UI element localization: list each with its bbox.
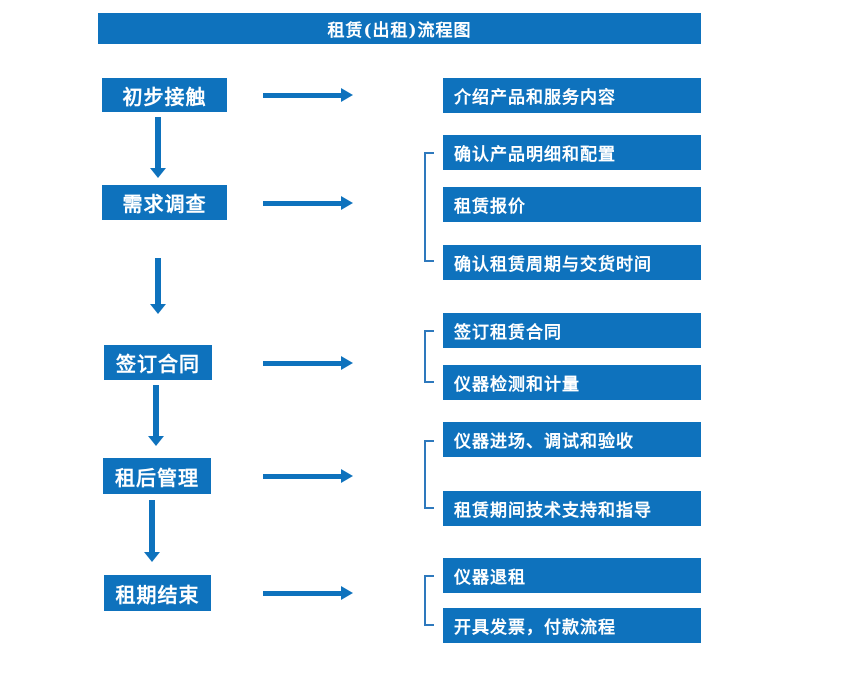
group-bracket [424,330,434,383]
arrow-shaft [263,474,342,479]
step-box-sign-contract: 签订合同 [104,345,212,380]
arrow-right-icon [263,469,353,483]
arrow-shaft [263,591,342,596]
detail-box-introduce-products-services: 介绍产品和服务内容 [443,78,701,113]
arrow-shaft [155,117,161,169]
arrow-right-icon [263,196,353,210]
arrow-shaft [263,361,342,366]
group-bracket [424,440,434,509]
step-box-initial-contact: 初步接触 [102,78,227,112]
arrow-shaft [149,500,155,553]
arrow-down-icon [150,258,166,314]
group-bracket [424,152,434,262]
arrow-shaft [263,201,342,206]
detail-box-rental-quotation: 租赁报价 [443,187,701,222]
arrow-head [150,168,166,178]
arrow-shaft [263,93,342,98]
arrow-head [148,436,164,446]
detail-box-confirm-product-details-config: 确认产品明细和配置 [443,135,701,170]
arrow-head [341,356,353,370]
arrow-head [144,552,160,562]
arrow-head [341,586,353,600]
arrow-head [150,304,166,314]
step-box-demand-survey: 需求调查 [102,185,227,220]
arrow-down-icon [144,500,160,562]
arrow-shaft [153,385,159,437]
detail-box-instrument-testing-metering: 仪器检测和计量 [443,365,701,400]
arrow-right-icon [263,88,353,102]
detail-box-instrument-entry-debug-acceptance: 仪器进场、调试和验收 [443,422,701,457]
arrow-head [341,469,353,483]
arrow-right-icon [263,356,353,370]
arrow-head [341,88,353,102]
arrow-head [341,196,353,210]
detail-box-technical-support-guidance: 租赁期间技术支持和指导 [443,491,701,526]
step-box-post-rental-management: 租后管理 [103,458,211,494]
arrow-down-icon [148,385,164,446]
flowchart-title: 租赁(出租)流程图 [98,13,701,44]
arrow-right-icon [263,586,353,600]
group-bracket [424,575,434,626]
detail-box-confirm-rental-period-delivery: 确认租赁周期与交货时间 [443,245,701,280]
detail-box-instrument-return: 仪器退租 [443,558,701,593]
arrow-down-icon [150,117,166,178]
detail-box-invoice-payment-process: 开具发票，付款流程 [443,608,701,643]
step-box-rental-end: 租期结束 [104,575,211,611]
arrow-shaft [155,258,161,305]
detail-box-sign-rental-contract: 签订租赁合同 [443,313,701,348]
